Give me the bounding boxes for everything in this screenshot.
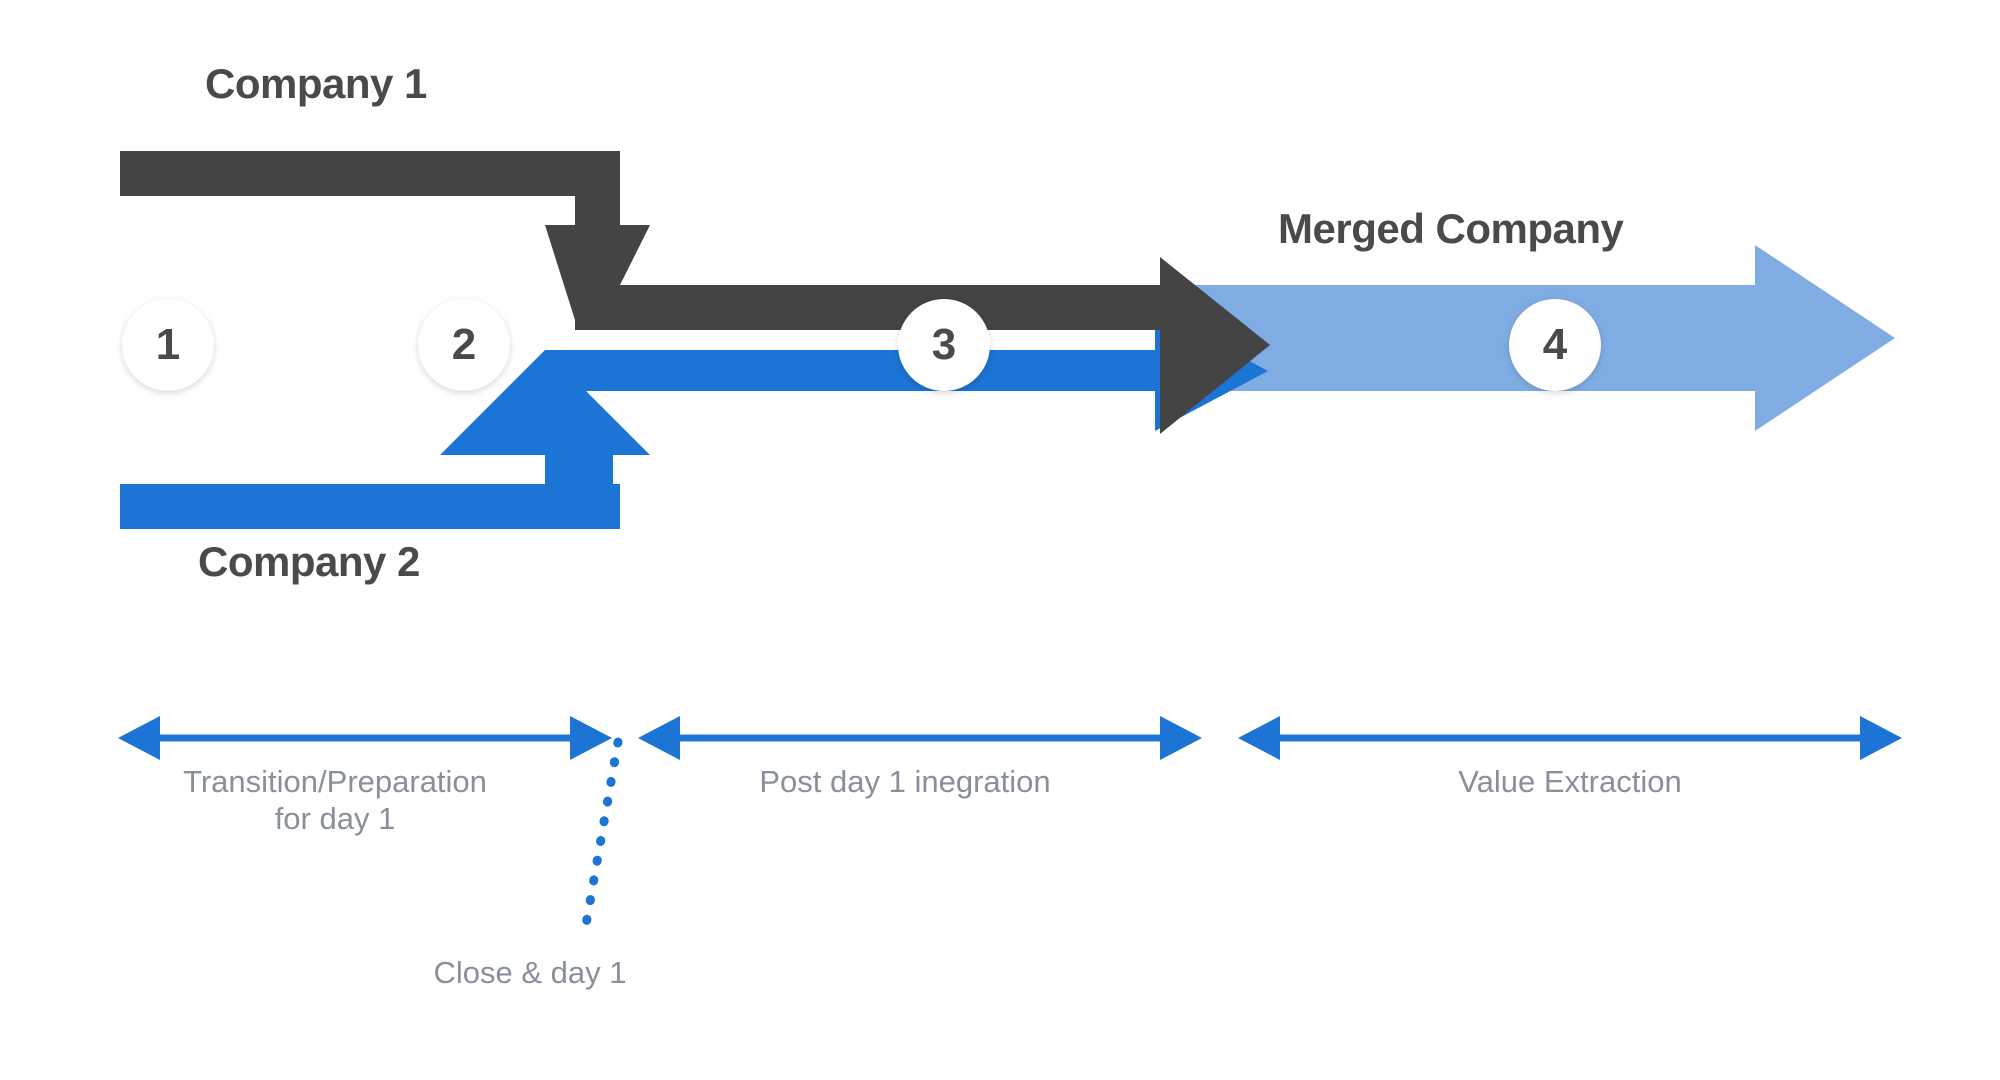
timeline-phase-label-1: Transition/Preparation for day 1 <box>183 764 487 836</box>
step-badge-1-number: 1 <box>155 320 181 369</box>
step-badge-2-number: 2 <box>451 320 477 369</box>
close-day1-label: Close & day 1 <box>433 955 627 990</box>
company2-up-arrow-wing <box>440 350 545 455</box>
step-badge-2[interactable]: 2 <box>418 299 510 391</box>
company2-bottom-bar <box>120 484 620 529</box>
company2-up-arrowhead <box>545 350 650 529</box>
merged-company-label: Merged Company <box>1278 205 1624 252</box>
step-badge-3-number: 3 <box>931 320 957 369</box>
company-1-label: Company 1 <box>205 60 427 107</box>
timeline-arrow-phase-3 <box>1238 716 1902 760</box>
step-badge-1[interactable]: 1 <box>122 299 214 391</box>
close-day1-dotted-line <box>579 737 623 941</box>
company1-top-bar <box>120 151 620 196</box>
timeline-arrow-phase-2 <box>638 716 1202 760</box>
step-badge-4-number: 4 <box>1542 320 1568 369</box>
step-badge-4[interactable]: 4 <box>1509 299 1601 391</box>
timeline-phase-label-2: Post day 1 inegration <box>759 764 1051 799</box>
company1-right-arrow <box>575 257 1270 434</box>
company-2-label: Company 2 <box>198 538 420 585</box>
timeline-arrow-phase-1 <box>118 716 612 760</box>
step-badge-3[interactable]: 3 <box>898 299 990 391</box>
timeline-phase-label-3: Value Extraction <box>1458 764 1682 799</box>
